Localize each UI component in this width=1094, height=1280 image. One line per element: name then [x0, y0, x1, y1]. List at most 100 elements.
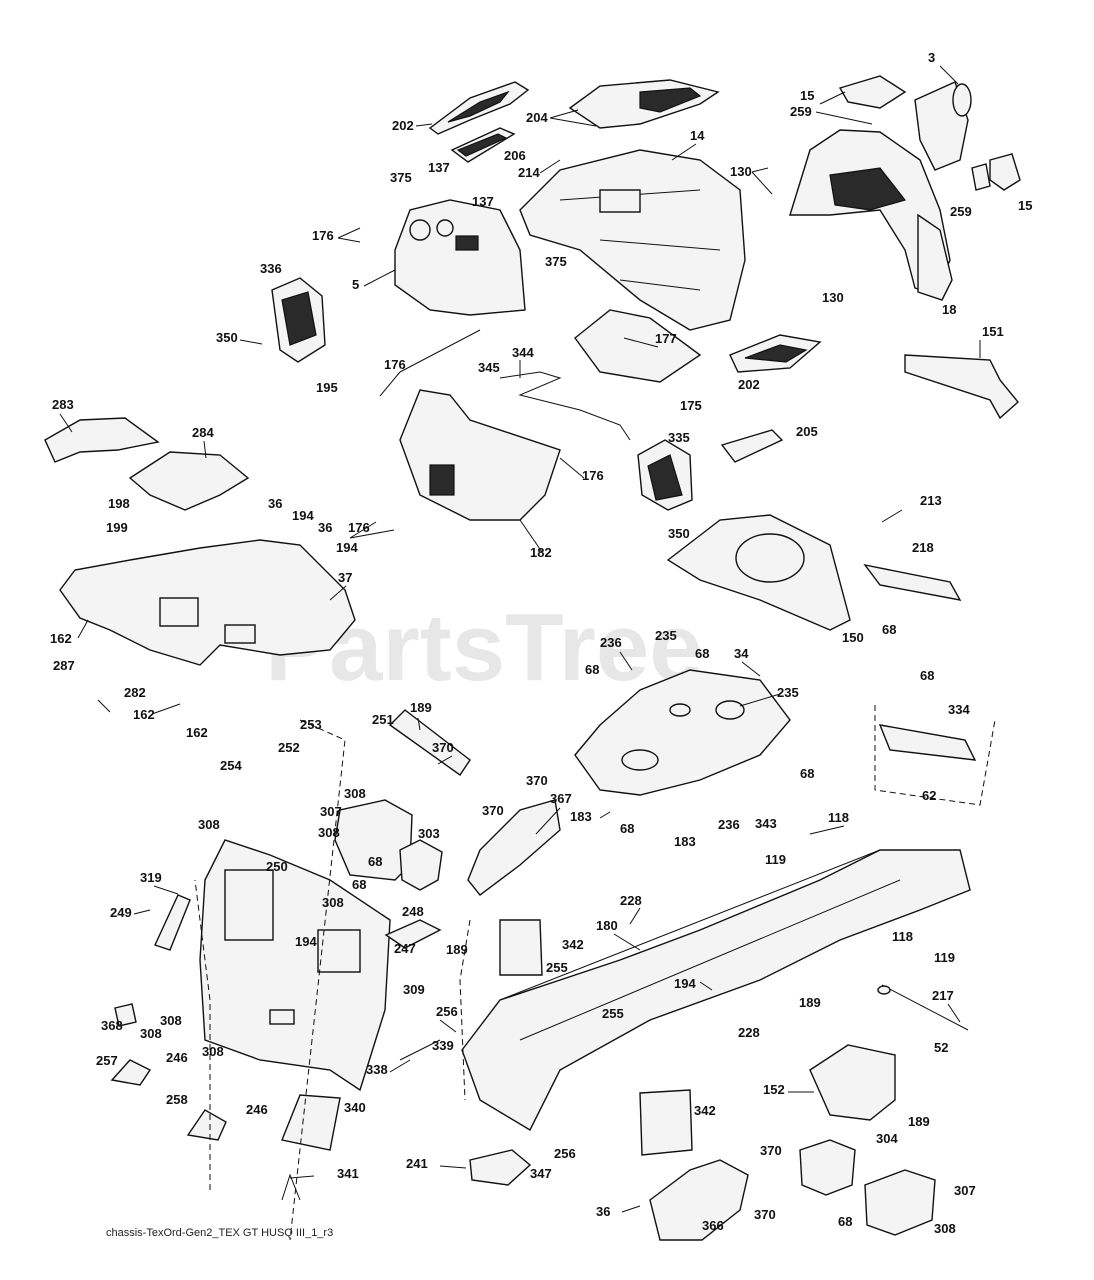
callout-334: 334: [948, 702, 970, 717]
callout-36-b: 36: [318, 520, 332, 535]
callout-241: 241: [406, 1156, 428, 1171]
callout-213: 213: [920, 493, 942, 508]
callout-256: 256: [436, 1004, 458, 1019]
callout-251: 251: [372, 712, 394, 727]
part-bracket-152: [809, 1044, 896, 1121]
part-vent-grille-202: [428, 81, 530, 135]
part-bracket-342-lower: [639, 1089, 693, 1156]
part-bracket-151: [904, 354, 1019, 420]
callout-254: 254: [220, 758, 242, 773]
callout-368: 368: [101, 1018, 123, 1033]
callout-308-c: 308: [318, 825, 340, 840]
callout-319: 319: [140, 870, 162, 885]
callout-247: 247: [394, 941, 416, 956]
callout-152: 152: [763, 1082, 785, 1097]
part-side-panel-130: [789, 129, 951, 296]
part-cup-335: [637, 439, 693, 511]
callout-15: 15: [800, 88, 814, 103]
callout-177: 177: [655, 331, 677, 346]
callout-257: 257: [96, 1053, 118, 1068]
callout-150: 150: [842, 630, 864, 645]
part-dash-5: [394, 199, 526, 316]
callout-255: 255: [546, 960, 568, 975]
callout-309: 309: [403, 982, 425, 997]
callout-252: 252: [278, 740, 300, 755]
callout-307: 307: [320, 804, 342, 819]
callout-338: 338: [366, 1062, 388, 1077]
callout-248: 248: [402, 904, 424, 919]
callout-370-b: 370: [526, 773, 548, 788]
callout-14: 14: [690, 128, 705, 143]
callout-68-c: 68: [585, 662, 599, 677]
footer-caption: chassis-TexOrd-Gen2_TEX GT HUSQ III_1_r3: [106, 1227, 333, 1239]
part-bracket-347: [469, 1149, 532, 1186]
callout-194: 194: [292, 508, 314, 523]
callout-246: 246: [166, 1050, 188, 1065]
callout-308-g: 308: [202, 1044, 224, 1059]
part-bracket-3: [914, 81, 972, 171]
callout-36-c: 36: [596, 1204, 610, 1219]
part-panel-205: [720, 429, 784, 463]
callout-34: 34: [734, 646, 749, 661]
part-cup-336: [271, 277, 326, 363]
callout-341: 341: [337, 1166, 359, 1181]
part-hood-top-panel-204: [568, 79, 720, 129]
callout-37: 37: [338, 570, 352, 585]
callout-308-d: 308: [322, 895, 344, 910]
part-deck-150: [666, 514, 851, 631]
callout-68-i: 68: [838, 1214, 852, 1229]
callout-202-right: 202: [738, 377, 760, 392]
part-shroud-18: [917, 213, 953, 301]
callout-256-b: 256: [554, 1146, 576, 1161]
part-rod-339: [399, 1039, 441, 1061]
callout-68-g: 68: [620, 821, 634, 836]
callout-176: 176: [312, 228, 334, 243]
callout-68-f: 68: [368, 854, 382, 869]
callout-119: 119: [765, 852, 786, 867]
callout-151: 151: [982, 324, 1004, 339]
part-console-182: [399, 389, 561, 521]
callout-343: 343: [755, 816, 777, 831]
callout-118: 118: [828, 810, 849, 825]
callout-339: 339: [432, 1038, 454, 1053]
callout-5: 5: [352, 277, 359, 292]
callout-180: 180: [596, 918, 618, 933]
part-bracket-367: [467, 799, 561, 896]
part-bracket-303: [399, 839, 443, 891]
callout-375: 375: [390, 170, 412, 185]
callout-228: 228: [620, 893, 642, 908]
part-frame-180: [461, 849, 971, 1131]
part-grille-15-top: [838, 75, 907, 109]
part-panel-307: [334, 799, 413, 881]
part-plate-34: [574, 669, 791, 796]
callout-350-b: 350: [668, 526, 690, 541]
part-footrest-37: [59, 539, 356, 666]
callout-199: 199: [106, 520, 128, 535]
callout-176-d: 176: [348, 520, 370, 535]
part-bracket-251: [388, 709, 471, 776]
part-rod-217: [877, 984, 969, 1031]
callout-204: 204: [526, 110, 548, 125]
callout-130-b: 130: [822, 290, 844, 305]
part-tab-368: [114, 1003, 137, 1027]
callout-259: 259: [790, 104, 812, 119]
callout-258: 258: [166, 1092, 188, 1107]
callout-308-e: 308: [160, 1013, 182, 1028]
callout-283: 283: [52, 397, 74, 412]
callout-370: 370: [432, 740, 454, 755]
callout-162-c: 162: [186, 725, 208, 740]
callout-183-b: 183: [674, 834, 696, 849]
part-cable-344: [499, 371, 631, 441]
callout-217: 217: [932, 988, 954, 1003]
part-bracket-258: [186, 1109, 227, 1141]
part-hood-14: [519, 149, 746, 331]
group-line-dash-panel: [194, 879, 211, 1190]
callout-235: 235: [655, 628, 677, 643]
callout-344: 344: [512, 345, 534, 360]
callout-282: 282: [124, 685, 146, 700]
callout-189-b: 189: [446, 942, 468, 957]
callout-370-d: 370: [760, 1143, 782, 1158]
callout-182: 182: [530, 545, 552, 560]
callout-130: 130: [730, 164, 752, 179]
